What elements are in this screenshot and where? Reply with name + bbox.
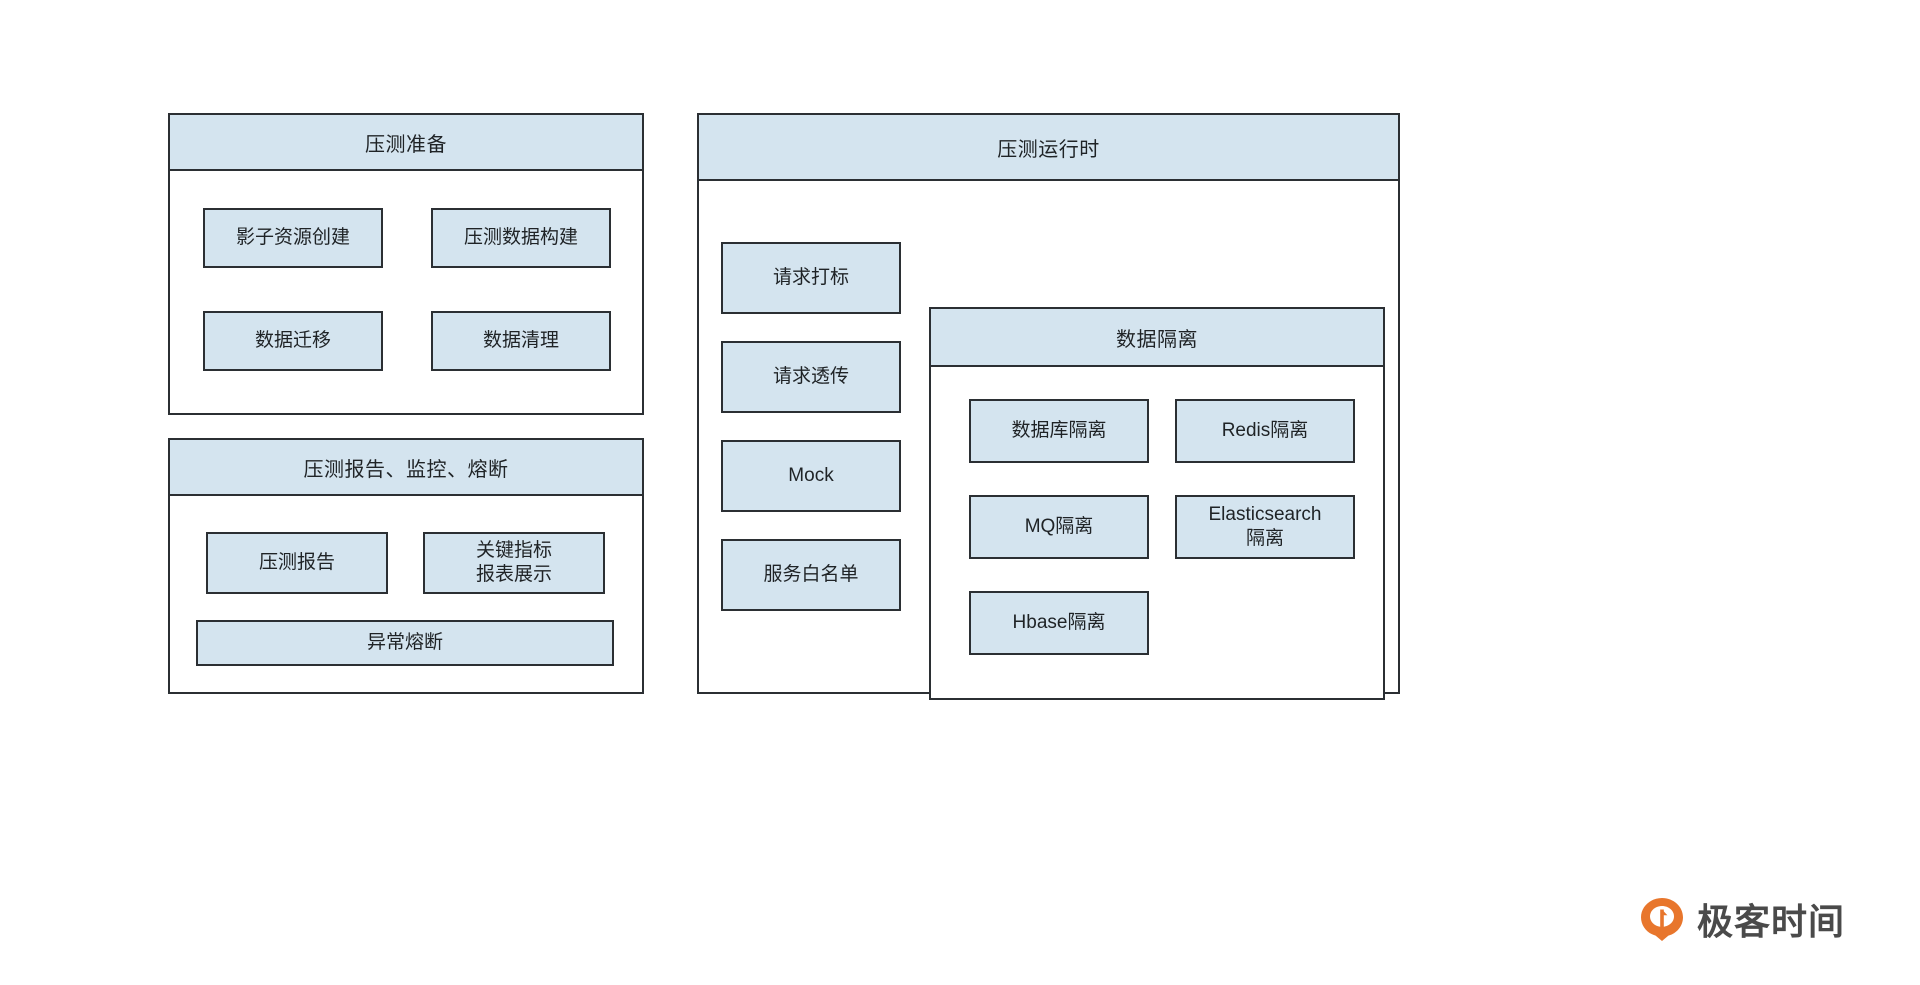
runtime-panel: 压测运行时 请求打标 请求透传 Mock 服务白名单 数据隔离 数据库隔离 Re… [697, 113, 1400, 700]
report-monitor-circuit-panel: 压测报告、监控、熔断 压测报告 关键指标 报表展示 异常熔断 [168, 438, 644, 694]
data-isolation-panel-title: 数据隔离 [931, 309, 1383, 367]
data-isolation-panel: 数据隔离 数据库隔离 Redis隔离 MQ隔离 Elasticsearch 隔离… [929, 307, 1385, 700]
node-request-propagation[interactable]: 请求透传 [721, 341, 901, 413]
preparation-panel: 压测准备 影子资源创建 压测数据构建 数据迁移 数据清理 [168, 113, 644, 415]
node-redis-isolation[interactable]: Redis隔离 [1175, 399, 1355, 463]
preparation-panel-title: 压测准备 [170, 115, 642, 171]
node-database-isolation[interactable]: 数据库隔离 [969, 399, 1149, 463]
node-shadow-resource-creation[interactable]: 影子资源创建 [203, 208, 383, 268]
node-test-data-construction[interactable]: 压测数据构建 [431, 208, 611, 268]
node-data-migration[interactable]: 数据迁移 [203, 311, 383, 371]
node-service-whitelist[interactable]: 服务白名单 [721, 539, 901, 611]
node-key-metrics-dashboard[interactable]: 关键指标 报表展示 [423, 532, 605, 594]
report-panel-title: 压测报告、监控、熔断 [170, 440, 642, 496]
node-exception-circuit-breaker[interactable]: 异常熔断 [196, 620, 614, 666]
brand-name: 极客时间 [1697, 901, 1846, 942]
brand-logo: 极客时间 [1639, 893, 1845, 945]
geektime-logo-icon [1639, 896, 1685, 942]
node-hbase-isolation[interactable]: Hbase隔离 [969, 591, 1149, 655]
runtime-panel-title: 压测运行时 [699, 115, 1398, 181]
node-mock[interactable]: Mock [721, 440, 901, 512]
node-request-tagging[interactable]: 请求打标 [721, 242, 901, 314]
node-stress-test-report[interactable]: 压测报告 [206, 532, 388, 594]
node-elasticsearch-isolation[interactable]: Elasticsearch 隔离 [1175, 495, 1355, 559]
node-data-cleanup[interactable]: 数据清理 [431, 311, 611, 371]
node-mq-isolation[interactable]: MQ隔离 [969, 495, 1149, 559]
